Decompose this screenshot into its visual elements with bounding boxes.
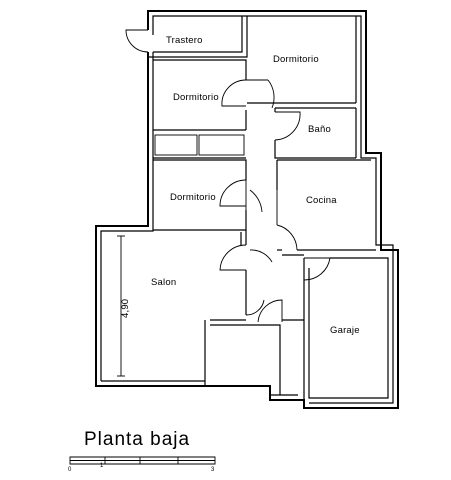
room-label-cocina: Cocina — [306, 195, 337, 206]
scale-tick-3: 3 — [211, 467, 215, 473]
scale-tick-1: 1 — [100, 463, 104, 469]
room-label-bano: Baño — [308, 124, 331, 135]
dimension-label: 4,90 — [120, 299, 131, 318]
plan-title: Planta baja — [84, 429, 190, 450]
room-label-dormitorio-left-lower: Dormitorio — [170, 192, 216, 203]
room-labels: Trastero Dormitorio Dormitorio Baño Dorm… — [120, 35, 360, 336]
room-label-garaje: Garaje — [330, 325, 360, 336]
room-label-dormitorio-top-right: Dormitorio — [273, 54, 319, 65]
scale-tick-0: 0 — [68, 467, 72, 473]
outer-walls — [95, 10, 399, 409]
door-swings — [125, 29, 331, 323]
room-label-salon: Salon — [151, 277, 176, 288]
plan-footer: Planta baja 0 1 3 — [68, 429, 216, 473]
scale-bar — [69, 456, 216, 465]
room-label-dormitorio-left-upper: Dormitorio — [173, 92, 219, 103]
room-label-trastero: Trastero — [166, 35, 203, 46]
interior-walls — [117, 16, 389, 403]
